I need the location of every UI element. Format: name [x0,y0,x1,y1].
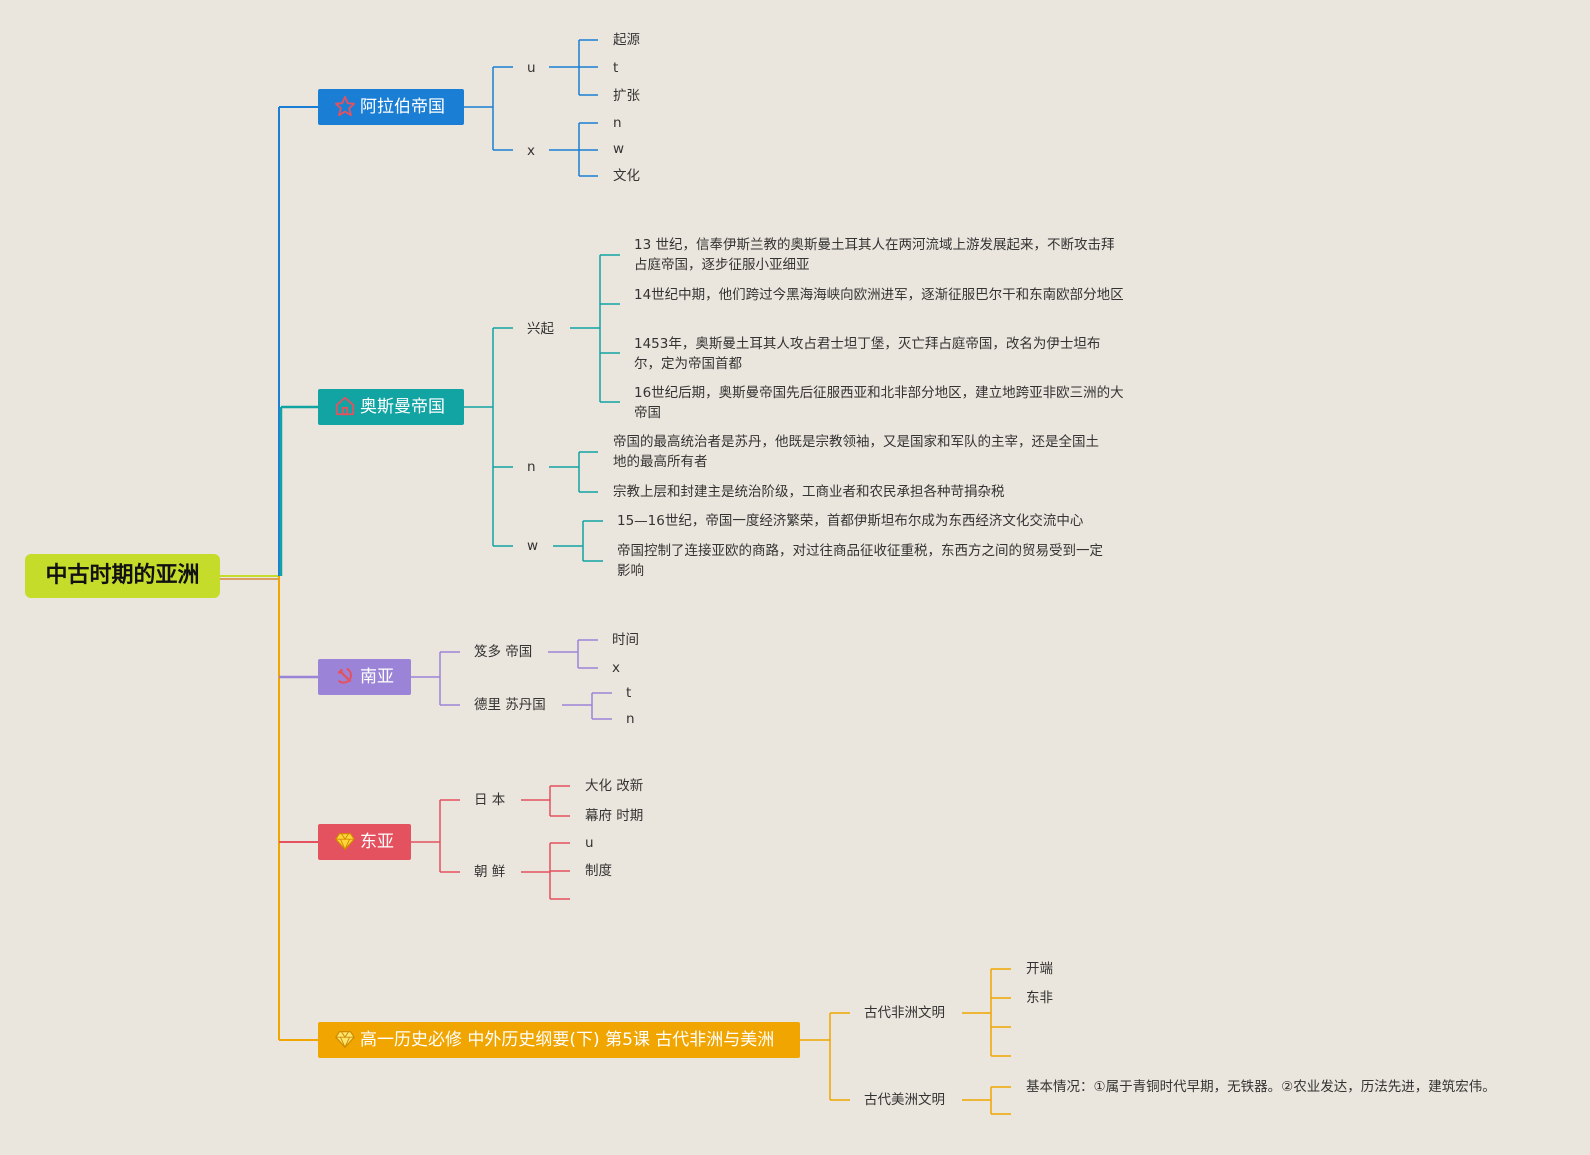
subtopic-delhi-sultanate[interactable]: 德里 苏丹国 [474,697,546,713]
leaf-arabia-expansion[interactable]: 扩张 [613,88,640,104]
leaf-arabia-culture[interactable]: 文化 [613,168,640,184]
root-topic[interactable]: 中古时期的亚洲 [25,554,220,598]
star-icon [334,95,356,117]
house-icon [334,395,356,417]
subtopic-korea[interactable]: 朝 鲜 [474,864,506,880]
leaf-arabia-t[interactable]: t [613,60,619,76]
subtopic-arabia-x[interactable]: x [527,143,535,159]
leaf-gupta-time[interactable]: 时间 [612,632,639,648]
leaf-delhi-t[interactable]: t [626,685,632,701]
topic-label: 奥斯曼帝国 [360,397,445,417]
gem-icon [334,1028,356,1050]
leaf-arabia-n[interactable]: n [613,115,622,131]
subtopic-ottoman-n[interactable]: n [527,459,536,475]
leaf-japan-shogunate[interactable]: 幕府 时期 [585,808,644,824]
topic-ottoman-empire[interactable]: 奥斯曼帝国 [318,389,464,425]
subtopic-ancient-africa[interactable]: 古代非洲文明 [864,1005,945,1021]
leaf-japan-taika[interactable]: 大化 改新 [585,778,644,794]
topic-east-asia[interactable]: 东亚 [318,824,411,860]
subtopic-ottoman-w[interactable]: w [527,538,539,554]
hammer-sickle-icon [334,665,356,687]
topic-africa-america[interactable]: 高一历史必修 中外历史纲要(下) 第5课 古代非洲与美洲 [318,1022,800,1058]
leaf-arabia-origin[interactable]: 起源 [613,32,640,48]
leaf-ottoman-sultan[interactable]: 帝国的最高统治者是苏丹，他既是宗教领袖，又是国家和军队的主宰，还是全国土地的最高… [613,434,1099,470]
leaf-gupta-x[interactable]: x [612,660,620,676]
topic-arab-empire[interactable]: 阿拉伯帝国 [318,89,464,125]
subtopic-gupta-empire[interactable]: 笈多 帝国 [474,644,533,660]
subtopic-arabia-u[interactable]: u [527,60,536,76]
leaf-korea-u[interactable]: u [585,835,594,851]
leaf-africa-beginning[interactable]: 开端 [1026,961,1053,977]
subtopic-ancient-america[interactable]: 古代美洲文明 [864,1092,945,1108]
leaf-arabia-w[interactable]: w [613,141,625,157]
leaf-ottoman-rise-1[interactable]: 13 世纪，信奉伊斯兰教的奥斯曼土耳其人在两河流域上游发展起来，不断攻击拜占庭帝… [634,237,1115,273]
topic-south-asia[interactable]: 南亚 [318,659,411,695]
leaf-ottoman-classes[interactable]: 宗教上层和封建主是统治阶级，工商业者和农民承担各种苛捐杂税 [613,484,1005,500]
gem-icon [334,830,356,852]
leaf-africa-east[interactable]: 东非 [1026,990,1053,1006]
leaf-ottoman-rise-4[interactable]: 16世纪后期，奥斯曼帝国先后征服西亚和北非部分地区，建立地跨亚非欧三洲的大帝国 [634,385,1124,421]
leaf-ottoman-rise-3[interactable]: 1453年，奥斯曼土耳其人攻占君士坦丁堡，灭亡拜占庭帝国，改名为伊士坦布尔，定为… [634,336,1101,372]
leaf-ottoman-rise-2[interactable]: 14世纪中期，他们跨过今黑海海峡向欧洲进军，逐渐征服巴尔干和东南欧部分地区 [634,287,1124,303]
leaf-delhi-n[interactable]: n [626,711,635,727]
topic-label: 高一历史必修 中外历史纲要(下) 第5课 古代非洲与美洲 [360,1030,775,1050]
leaf-ottoman-trade[interactable]: 帝国控制了连接亚欧的商路，对过往商品征收征重税，东西方之间的贸易受到一定影响 [617,543,1103,579]
topic-label: 南亚 [360,667,394,687]
topic-label: 东亚 [360,832,394,852]
leaf-ottoman-economy[interactable]: 15—16世纪，帝国一度经济繁荣，首都伊斯坦布尔成为东西经济文化交流中心 [617,513,1084,529]
leaf-korea-system[interactable]: 制度 [585,863,612,879]
topic-label: 阿拉伯帝国 [360,97,445,117]
subtopic-ottoman-rise[interactable]: 兴起 [527,321,554,337]
subtopic-japan[interactable]: 日 本 [474,792,506,808]
leaf-america-overview[interactable]: 基本情况：①属于青铜时代早期，无铁器。②农业发达，历法先进，建筑宏伟。 [1026,1079,1496,1095]
